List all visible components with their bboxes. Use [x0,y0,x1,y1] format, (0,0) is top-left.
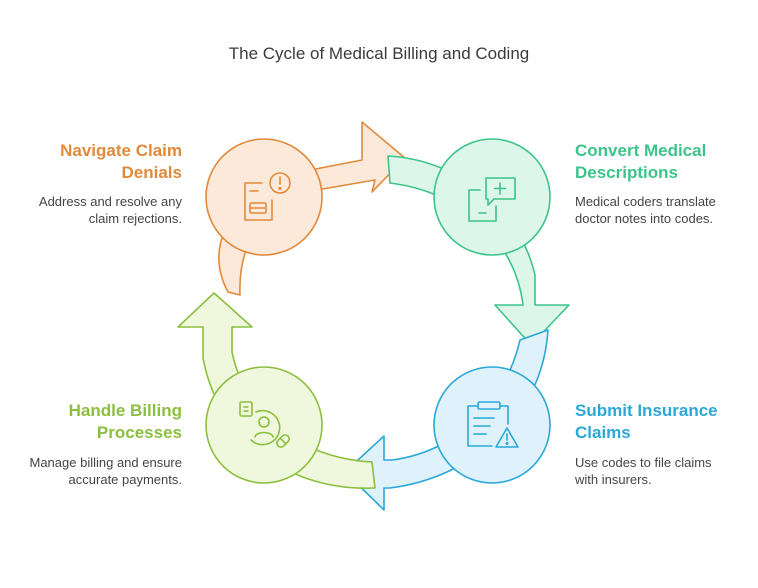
stage-title-line: Descriptions [575,163,678,182]
stage-title-line: Processes [96,423,182,442]
stage-title-line: Handle Billing [68,401,182,420]
stage-circle-navigate-claim-denials [205,138,323,256]
stage-circle-submit-insurance-claims [433,366,551,484]
stage-desc-line: Manage billing and ensure [29,455,183,470]
stage-desc-line: with insurers. [575,472,652,487]
stage-desc-line: Medical coders translate [575,194,716,209]
stage-desc-line: doctor notes into codes. [575,211,714,226]
stage-desc-convert-medical-descriptions: Medical coders translate doctor notes in… [575,193,716,227]
stage-desc-line: accurate payments. [68,472,182,487]
stage-title-navigate-claim-denials: Navigate Claim Denials [60,140,182,184]
stage-title-line: Claims [575,423,631,442]
medical-tablet-icon [468,177,516,222]
patient-billing-icon [239,401,290,448]
stage-desc-submit-insurance-claims: Use codes to file claims with insurers. [575,454,712,488]
stage-desc-line: Use codes to file claims [575,455,712,470]
stage-circle-handle-billing-processes [205,366,323,484]
stage-desc-line: Address and resolve any [38,194,182,209]
claim-denial-document-icon [244,172,291,221]
stage-circle-convert-medical-descriptions [433,138,551,256]
stage-title-line: Navigate Claim [60,141,182,160]
diagram-title: The Cycle of Medical Billing and Coding [228,44,530,63]
stage-title-line: Submit Insurance [575,401,718,420]
stage-title-handle-billing-processes: Handle Billing Processes [69,400,182,444]
stage-title-submit-insurance-claims: Submit Insurance Claims [575,400,718,444]
stage-title-convert-medical-descriptions: Convert Medical Descriptions [575,140,706,184]
stage-desc-line: claim rejections. [88,211,182,226]
stage-title-line: Denials [121,163,182,182]
stage-desc-handle-billing-processes: Manage billing and ensure accurate payme… [30,454,183,488]
clipboard-warning-icon [467,401,519,448]
stage-desc-navigate-claim-denials: Address and resolve any claim rejections… [39,193,182,227]
stage-title-line: Convert Medical [575,141,707,160]
